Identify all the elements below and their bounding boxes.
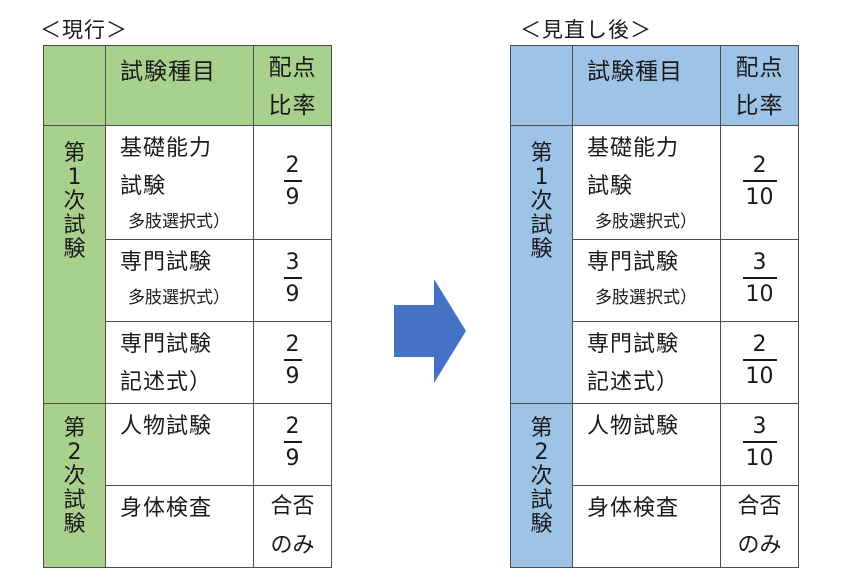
ratio-cell: 合否のみ: [720, 485, 799, 568]
header-blank-cell: [510, 45, 573, 126]
current-caption: ＜現行＞: [40, 18, 128, 42]
exam-name-cell: 身体検査: [105, 485, 254, 568]
revised-caption: ＜見直し後＞: [520, 18, 652, 42]
header-exam-cell: 試験種目: [572, 45, 721, 126]
header-ratio-cell: 配点比率: [720, 45, 799, 126]
exam-name-cell: 専門試験多肢選択式）: [105, 239, 254, 322]
header-row: 試験種目 配点比率: [510, 45, 799, 126]
header-row: 試験種目 配点比率: [43, 45, 332, 126]
ratio-cell: 合否のみ: [253, 485, 332, 568]
exam-name-cell: 基礎能力試験多肢選択式）: [105, 125, 254, 240]
exam-name-cell: 人物試験: [572, 403, 721, 486]
table-row: 身体検査 合否のみ: [44, 485, 332, 568]
arrow-right-icon: [394, 279, 466, 383]
exam-name-cell: 基礎能力試験多肢選択式）: [572, 125, 721, 240]
header-blank-cell: [43, 45, 106, 126]
header-exam-cell: 試験種目: [105, 45, 254, 126]
exam-name-cell: 身体検査: [572, 485, 721, 568]
exam-name-cell: 専門試験記述式）: [105, 321, 254, 404]
header-ratio-cell: 配点比率: [253, 45, 332, 126]
exam-name-cell: 専門試験多肢選択式）: [572, 239, 721, 322]
table-row: 身体検査 合否のみ: [511, 485, 799, 568]
exam-name-cell: 専門試験記述式）: [572, 321, 721, 404]
exam-name-cell: 人物試験: [105, 403, 254, 486]
